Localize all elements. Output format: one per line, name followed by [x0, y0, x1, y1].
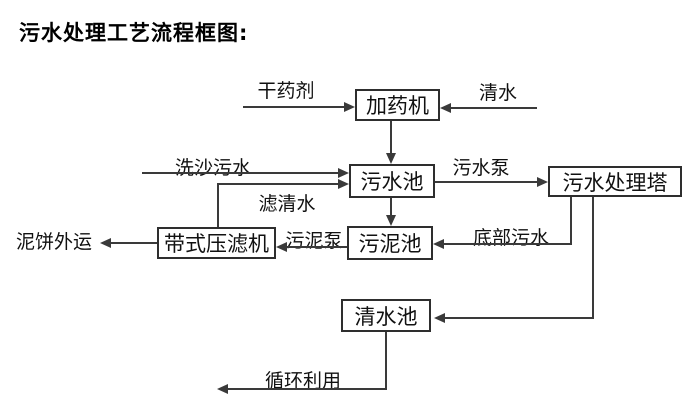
arrow-mud-cake-line: [110, 242, 157, 244]
edge-label-sludge-pump: 污泥泵: [285, 230, 343, 252]
arrow-tower-to-clean-line: [445, 317, 594, 319]
arrow-filtered-water-vline: [217, 183, 219, 227]
arrow-sewage-pump-head: [537, 177, 548, 187]
node-dosing-machine: 加药机: [355, 89, 440, 121]
arrow-bottom-sewage-head: [433, 239, 444, 249]
node-clean-water-pool: 清水池: [341, 299, 431, 332]
edge-label-clean-water: 清水: [478, 82, 518, 104]
arrow-filtered-water-head: [338, 179, 349, 189]
node-treatment-tower: 污水处理塔: [548, 166, 682, 197]
arrow-tower-to-clean-vline: [592, 197, 594, 319]
arrow-recycling-vline: [385, 332, 387, 390]
arrow-filtered-water-line: [217, 183, 339, 185]
arrow-sludge-pump-head: [276, 242, 287, 252]
node-sewage-pool: 污水池: [349, 164, 435, 198]
edge-label-filtered-water: 滤清水: [258, 193, 316, 215]
arrow-sludge-pump-line: [287, 246, 347, 248]
arrow-sewage-pump-line: [435, 181, 538, 183]
edge-label-recycling: 循环利用: [264, 370, 342, 392]
arrow-sand-sewage-head: [338, 168, 349, 178]
edge-label-sand-washing-sewage: 洗沙污水: [174, 157, 252, 179]
edge-label-mud-cake-outbound: 泥饼外运: [15, 231, 93, 253]
arrow-mud-cake-head: [100, 238, 111, 248]
arrow-dry-chemical-head: [344, 102, 355, 112]
arrow-sand-sewage-line: [142, 172, 339, 174]
arrow-dosing-to-pool-head: [386, 153, 396, 164]
arrow-bottom-sewage-vline: [570, 197, 572, 245]
arrow-bottom-sewage-line: [444, 243, 572, 245]
edge-label-bottom-sewage: 底部污水: [472, 227, 550, 249]
arrow-pool-to-sludge-line: [390, 198, 392, 216]
arrow-dosing-to-pool-line: [390, 121, 392, 154]
arrow-recycling-head: [217, 384, 228, 394]
page-title: 污水处理工艺流程框图:: [19, 21, 249, 45]
node-sludge-pool: 污泥池: [347, 226, 433, 260]
arrow-pool-to-sludge-head: [386, 215, 396, 226]
edge-label-sewage-pump: 污水泵: [452, 157, 510, 179]
arrow-clean-water-line: [450, 107, 537, 109]
arrow-recycling-line: [228, 388, 387, 390]
arrow-dry-chemical-line: [243, 106, 345, 108]
node-belt-filter-press: 带式压滤机: [157, 227, 276, 259]
edge-label-dry-chemical: 干药剂: [257, 80, 315, 102]
arrow-tower-to-clean-head: [434, 313, 445, 323]
arrow-clean-water-head: [440, 103, 451, 113]
